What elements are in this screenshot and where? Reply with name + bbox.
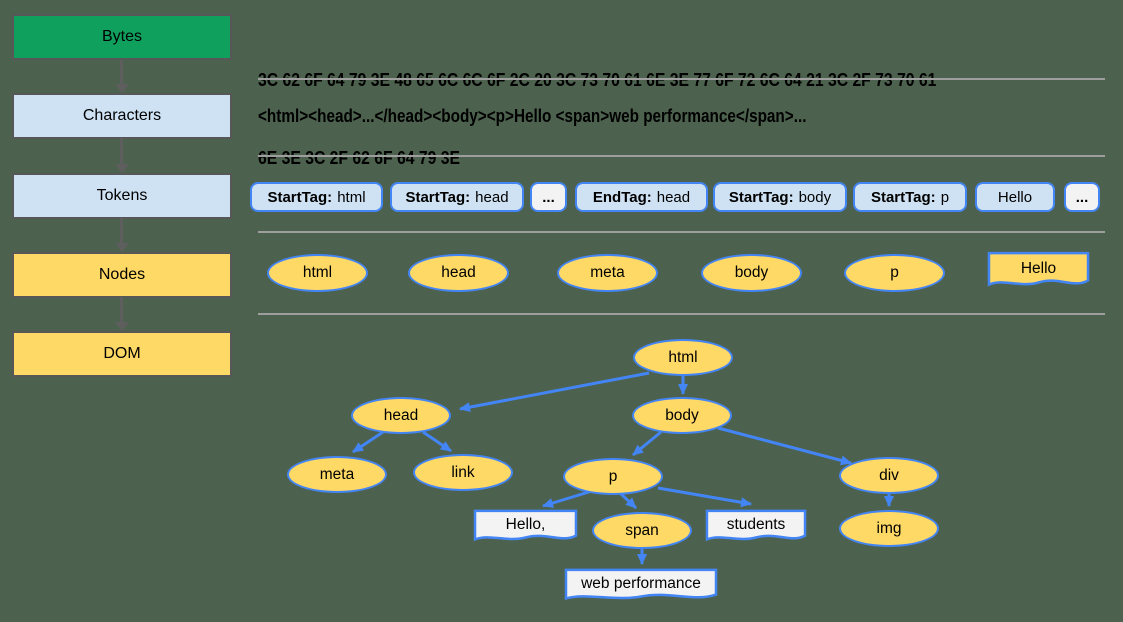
- token-starttag-body: StartTag:body: [713, 182, 847, 212]
- down-arrowhead-icon: [115, 322, 129, 331]
- document-shape-icon: [473, 509, 578, 547]
- stage-tokens-label: Tokens: [96, 187, 148, 204]
- token-kind: StartTag:: [870, 188, 936, 206]
- dom-node-label: web performance: [581, 574, 701, 592]
- node-p: p: [844, 254, 945, 292]
- dom-node-students-text: students: [705, 509, 807, 547]
- token-kind: StartTag:: [728, 188, 794, 206]
- token-kind: StartTag:: [267, 188, 333, 206]
- dom-node-label: p: [608, 467, 618, 485]
- divider: [258, 313, 1105, 315]
- stage-bytes: Bytes: [12, 14, 232, 60]
- token-endtag-head: EndTag:head: [575, 182, 708, 212]
- token-value: ...: [1075, 188, 1089, 206]
- token-value: ...: [542, 188, 555, 206]
- stage-characters-label: Characters: [82, 107, 162, 124]
- token-starttag-html: StartTag:html: [250, 182, 383, 212]
- down-arrowhead-icon: [115, 84, 129, 93]
- down-arrow-icon: [120, 60, 123, 84]
- down-arrow-icon: [120, 138, 123, 164]
- dom-node-web-performance-text: web performance: [564, 568, 718, 606]
- token-value: html: [337, 188, 366, 206]
- token-hello: Hello: [975, 182, 1055, 212]
- dom-node-link: link: [413, 454, 513, 491]
- characters-string-text: <html><head>...</head><body><p>Hello <sp…: [258, 106, 807, 126]
- node-label: head: [441, 264, 476, 281]
- stage-characters: Characters: [12, 93, 232, 139]
- node-head: head: [408, 254, 509, 292]
- token-value: p: [940, 188, 950, 206]
- token-value: body: [798, 188, 832, 206]
- down-arrowhead-icon: [115, 243, 129, 252]
- dom-node-div: div: [839, 457, 939, 494]
- dom-node-label: div: [879, 466, 899, 484]
- dom-node-p: p: [563, 458, 663, 495]
- node-label: body: [734, 264, 769, 281]
- bytes-hex-line1: 3C 62 6F 64 79 3E 48 65 6C 6C 6F 2C 20 3…: [258, 69, 937, 90]
- stage-nodes: Nodes: [12, 252, 232, 298]
- node-label: meta: [590, 264, 625, 281]
- node-label: p: [890, 264, 899, 281]
- divider: [258, 231, 1105, 233]
- document-shape-icon: [987, 251, 1090, 293]
- dom-node-hello-text: Hello,: [473, 509, 578, 547]
- token-value: head: [475, 188, 509, 206]
- dom-node-head: head: [351, 397, 451, 434]
- document-shape-icon: [705, 509, 807, 547]
- dom-node-span: span: [592, 512, 692, 549]
- node-hello-text: Hello: [987, 251, 1090, 293]
- dom-node-label: img: [876, 519, 902, 537]
- down-arrowhead-icon: [115, 164, 129, 173]
- dom-node-label: link: [451, 463, 475, 481]
- node-html: html: [267, 254, 368, 292]
- dom-node-meta: meta: [287, 456, 387, 493]
- bytes-hex-line2: 6E 3E 3C 2F 62 6F 64 79 3E: [258, 147, 460, 168]
- token-value: Hello: [997, 188, 1033, 206]
- down-arrow-icon: [120, 297, 123, 322]
- token-starttag-p: StartTag:p: [853, 182, 967, 212]
- divider: [258, 155, 1105, 157]
- dom-node-img: img: [839, 510, 939, 547]
- node-body: body: [701, 254, 802, 292]
- stage-tokens: Tokens: [12, 173, 232, 219]
- dom-node-label: span: [625, 521, 659, 539]
- token-ellipsis: ...: [1064, 182, 1100, 212]
- node-label: html: [302, 264, 333, 281]
- node-meta: meta: [557, 254, 658, 292]
- dom-node-label: meta: [319, 465, 355, 483]
- down-arrow-icon: [120, 218, 123, 243]
- stage-dom: DOM: [12, 331, 232, 377]
- token-kind: EndTag:: [592, 188, 652, 206]
- divider: [258, 78, 1105, 80]
- stage-dom-label: DOM: [103, 345, 141, 362]
- stage-bytes-label: Bytes: [101, 28, 142, 45]
- dom-node-html: html: [633, 339, 733, 376]
- document-shape-icon: [564, 568, 718, 606]
- dom-node-label: Hello,: [505, 515, 546, 533]
- dom-node-label: head: [383, 406, 419, 424]
- node-label: Hello: [1020, 259, 1057, 277]
- token-kind: StartTag:: [405, 188, 471, 206]
- dom-node-body: body: [632, 397, 732, 434]
- dom-node-label: html: [668, 348, 698, 366]
- token-value: head: [656, 188, 691, 206]
- dom-node-label: body: [665, 406, 699, 424]
- token-starttag-head: StartTag:head: [390, 182, 524, 212]
- token-ellipsis: ...: [530, 182, 567, 212]
- stage-nodes-label: Nodes: [98, 266, 146, 283]
- dom-node-label: students: [726, 515, 786, 533]
